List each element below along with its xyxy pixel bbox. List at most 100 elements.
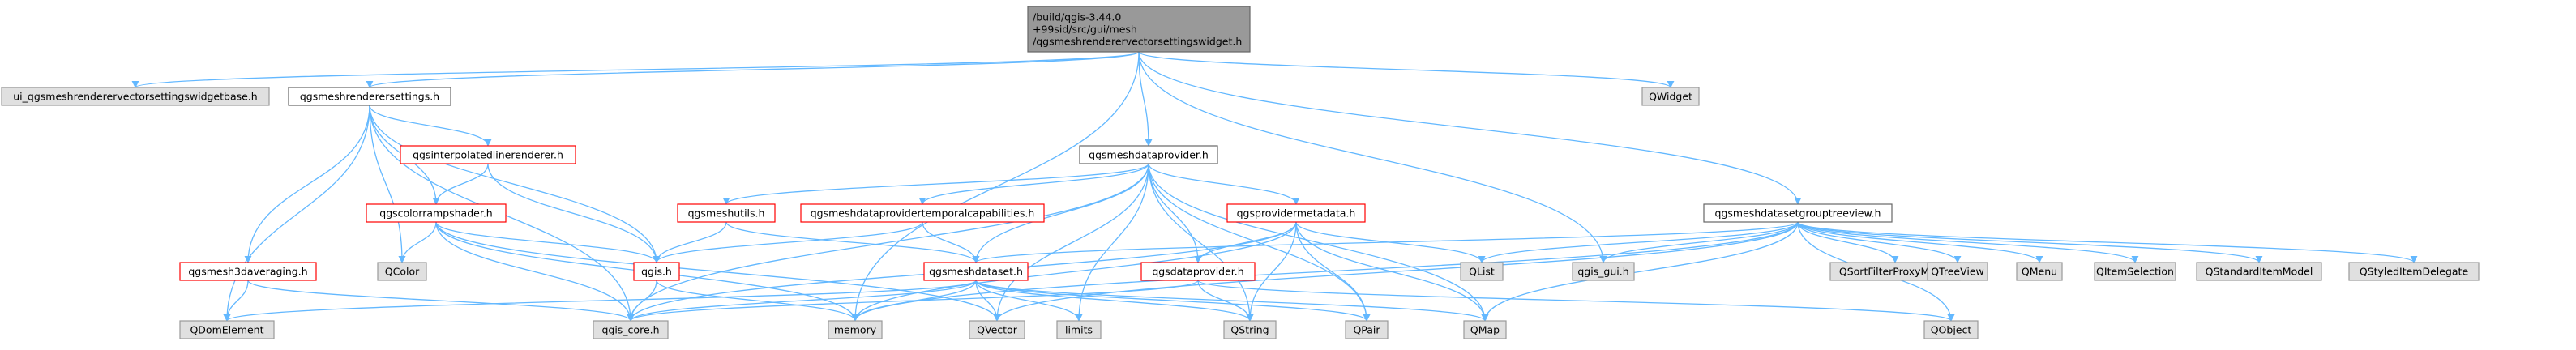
edge-root-to-qgisgui [1138, 51, 1607, 263]
node-qcolor[interactable]: QColor [377, 262, 427, 281]
node-qdom[interactable]: QDomElement [179, 320, 275, 339]
edge-root-to-memory [851, 51, 1140, 322]
node-qtreeview[interactable]: QTreeView [1927, 262, 1988, 281]
node-qlist-label: QList [1469, 266, 1495, 278]
node-qgisgui-label: qgis_gui.h [1577, 266, 1628, 278]
node-qgisgui[interactable]: qgis_gui.h [1572, 262, 1635, 281]
node-tcap-label: qgsmeshdataprovidertemporalcapabilities.… [811, 207, 1035, 220]
edge-tv-to-qgisgui [1599, 221, 1799, 263]
node-cramp-box [366, 203, 507, 223]
edge-dprov-to-qobject [1197, 280, 1955, 322]
node-dp-box [1079, 145, 1218, 164]
edge-tv-to-qitemsel [1797, 221, 2139, 263]
node-qmenu-label: QMenu [2022, 266, 2057, 278]
node-interp[interactable]: qgsinterpolatedlinerenderer.h [400, 145, 576, 164]
node-qobject[interactable]: QObject [1923, 320, 1979, 339]
node-qstring-box [1223, 320, 1277, 339]
edge-rs-to-m3d [244, 105, 370, 263]
node-tcap[interactable]: qgsmeshdataprovidertemporalcapabilities.… [800, 203, 1045, 223]
node-limits[interactable]: limits [1056, 320, 1102, 339]
edge-tv-to-qsfpm [1797, 221, 1899, 263]
node-dataset-label: qgsmeshdataset.h [929, 266, 1023, 278]
node-qgiscore[interactable]: qgis_core.h [593, 320, 669, 339]
node-qstring[interactable]: QString [1223, 320, 1277, 339]
edge-dp-to-qmap [1148, 163, 1489, 322]
edge-interp-to-qgis [487, 163, 661, 263]
node-qitemsel-box [2094, 262, 2176, 281]
edge-pmeta-to-memory [851, 221, 1297, 322]
node-qmap-box [1463, 320, 1507, 339]
node-root-label: /build/qgis-3.44.0 [1033, 11, 1121, 23]
edge-root-to-tv [1138, 51, 1802, 205]
edge-qgis-to-memory [656, 280, 859, 322]
node-qsim-box [2196, 262, 2322, 281]
edge-m3d-to-qgiscore [247, 280, 635, 322]
node-qobject-box [1923, 320, 1979, 339]
node-cramp-label: qgscolorrampshader.h [379, 207, 492, 220]
edge-dataset-to-qgiscore [627, 280, 977, 322]
node-m3d-label: qgsmesh3daveraging.h [188, 266, 307, 278]
node-tv[interactable]: qgsmeshdatasetgrouptreeview.h [1703, 203, 1893, 223]
edge-tv-to-qmap [1481, 221, 1799, 322]
node-dprov[interactable]: qgsdataprovider.h [1140, 262, 1256, 281]
node-tv-box [1703, 203, 1893, 223]
node-qstring-label: QString [1230, 324, 1269, 336]
node-rs-label: qgsmeshrenderersettings.h [300, 91, 439, 103]
node-pmeta[interactable]: qgsprovidermetadata.h [1226, 203, 1366, 223]
node-qgis-box [633, 262, 680, 281]
node-utils[interactable]: qgsmeshutils.h [677, 203, 776, 223]
node-utils-box [677, 203, 776, 223]
node-qvector-label: QVector [977, 324, 1018, 336]
node-qgis[interactable]: qgis.h [633, 262, 680, 281]
node-qpair[interactable]: QPair [1345, 320, 1389, 339]
edge-tv-to-qtreeview [1797, 221, 1962, 263]
edge-tv-to-qvector [993, 221, 1799, 322]
node-qgiscore-label: qgis_core.h [601, 324, 659, 336]
edge-dataset-to-limits [975, 280, 1083, 322]
node-rs[interactable]: qgsmeshrenderersettings.h [288, 87, 451, 106]
node-ui-box [1, 87, 270, 106]
node-qpair-label: QPair [1353, 324, 1380, 336]
node-root: /build/qgis-3.44.0+99sid/src/gui/mesh/qg… [1027, 6, 1251, 53]
edge-rs-to-qgis [369, 105, 661, 263]
node-utils-label: qgsmeshutils.h [688, 207, 765, 220]
node-qgisgui-box [1572, 262, 1635, 281]
node-qcolor-box [377, 262, 427, 281]
node-qpair-box [1345, 320, 1389, 339]
node-qvector[interactable]: QVector [969, 320, 1025, 339]
node-qwidget-box [1641, 87, 1700, 106]
node-qsim[interactable]: QStandardItemModel [2196, 262, 2322, 281]
node-memory-box [828, 320, 883, 339]
edge-cramp-to-qcolor [398, 221, 437, 263]
edge-tv-to-memory [851, 221, 1799, 322]
node-dataset[interactable]: qgsmeshdataset.h [923, 262, 1029, 281]
edge-cramp-to-qgis [435, 221, 661, 263]
node-qsid-box [2348, 262, 2480, 281]
node-dp[interactable]: qgsmeshdataprovider.h [1079, 145, 1218, 164]
node-memory[interactable]: memory [828, 320, 883, 339]
edge-interp-to-cramp [432, 163, 489, 205]
node-qsid[interactable]: QStyledItemDelegate [2348, 262, 2480, 281]
node-qobject-label: QObject [1931, 324, 1972, 336]
node-ui[interactable]: ui_qgsmeshrenderervectorsettingswidgetba… [1, 87, 270, 106]
node-rs-box [288, 87, 451, 106]
node-pmeta-box [1226, 203, 1366, 223]
node-qmenu[interactable]: QMenu [2016, 262, 2063, 281]
node-m3d[interactable]: qgsmesh3daveraging.h [179, 262, 317, 281]
node-qitemsel[interactable]: QItemSelection [2094, 262, 2176, 281]
node-qsim-label: QStandardItemModel [2206, 266, 2313, 278]
node-cramp[interactable]: qgscolorrampshader.h [366, 203, 507, 223]
node-memory-label: memory [834, 324, 877, 336]
node-qlist[interactable]: QList [1460, 262, 1504, 281]
node-qwidget-label: QWidget [1649, 91, 1692, 103]
edge-root-to-rs [366, 51, 1140, 88]
node-qlist-box [1460, 262, 1504, 281]
node-qmap[interactable]: QMap [1463, 320, 1507, 339]
edge-dprov-to-qstring [1197, 280, 1254, 322]
node-qwidget[interactable]: QWidget [1641, 87, 1700, 106]
edge-m3d-to-qdom [223, 280, 249, 322]
edge-dp-to-qpair [1148, 163, 1371, 322]
node-qmenu-box [2016, 262, 2063, 281]
edge-tv-to-dataset [972, 221, 1799, 263]
